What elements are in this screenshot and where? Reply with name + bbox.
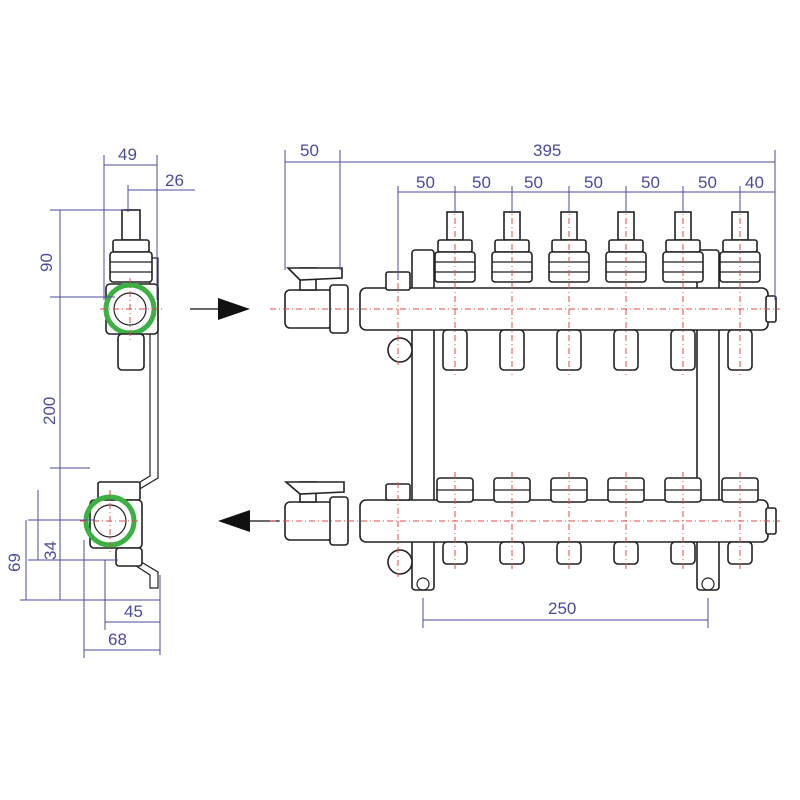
side-supply-stem: [121, 209, 141, 241]
supply-outlets: [434, 205, 761, 375]
dim-pitch-5: 50: [641, 173, 660, 192]
return-outlet-1: [436, 472, 474, 570]
supply-outlet-2: [491, 205, 533, 375]
dim-return-offset: 34: [41, 541, 60, 560]
dim-pitch-4: 50: [584, 173, 603, 192]
flow-arrows: [190, 298, 280, 532]
supply-manifold-bar: [359, 287, 769, 331]
dim-side-width: 49: [118, 145, 137, 164]
side-return-outlet: [115, 547, 143, 567]
dim-pitch-2: 50: [472, 173, 491, 192]
dim-pitch-1: 50: [416, 173, 435, 192]
supply-outlet-6: [719, 205, 761, 375]
front-view: [270, 205, 780, 591]
dim-bracket-depth: 45: [124, 602, 143, 621]
supply-valve-handle: [286, 267, 343, 281]
dim-pitch-6: 50: [698, 173, 717, 192]
dim-supply-height: 90: [37, 253, 56, 272]
return-outlet-5: [664, 472, 702, 570]
dim-bracket-spacing: 250: [548, 599, 576, 618]
dim-port-spacing: 200: [40, 397, 59, 425]
return-outlet-3: [550, 472, 588, 570]
dim-total-length: 395: [533, 141, 561, 160]
arrow-right-icon: [218, 298, 250, 320]
side-supply-cap: [112, 239, 150, 253]
dim-inlet-offset: 50: [300, 141, 319, 160]
arrow-left-icon: [218, 510, 250, 532]
side-view: 49 26 90 200 34 69 45 68: [5, 145, 195, 658]
supply-outlet-5: [662, 205, 704, 375]
dim-side-offset: 26: [165, 171, 184, 190]
supply-drain-valve: [387, 337, 413, 363]
dim-total-depth: 68: [108, 630, 127, 649]
return-drain-valve: [387, 549, 413, 575]
side-supply-nut: [109, 251, 153, 283]
dim-end-offset: 40: [745, 173, 764, 192]
return-valve-handle: [283, 481, 345, 495]
supply-outlet-1: [434, 205, 476, 375]
return-outlets: [436, 472, 759, 570]
return-manifold-bar: [359, 499, 769, 543]
return-outlet-6: [721, 472, 759, 570]
return-outlet-2: [493, 472, 531, 570]
dim-return-height: 69: [5, 553, 24, 572]
supply-outlet-3: [548, 205, 590, 375]
side-supply-outlet: [117, 333, 145, 371]
front-dimensions: 50 395 50 50 50 50 50 50 40 250: [284, 141, 776, 628]
dim-pitch-3: 50: [524, 173, 543, 192]
supply-outlet-4: [605, 205, 647, 375]
